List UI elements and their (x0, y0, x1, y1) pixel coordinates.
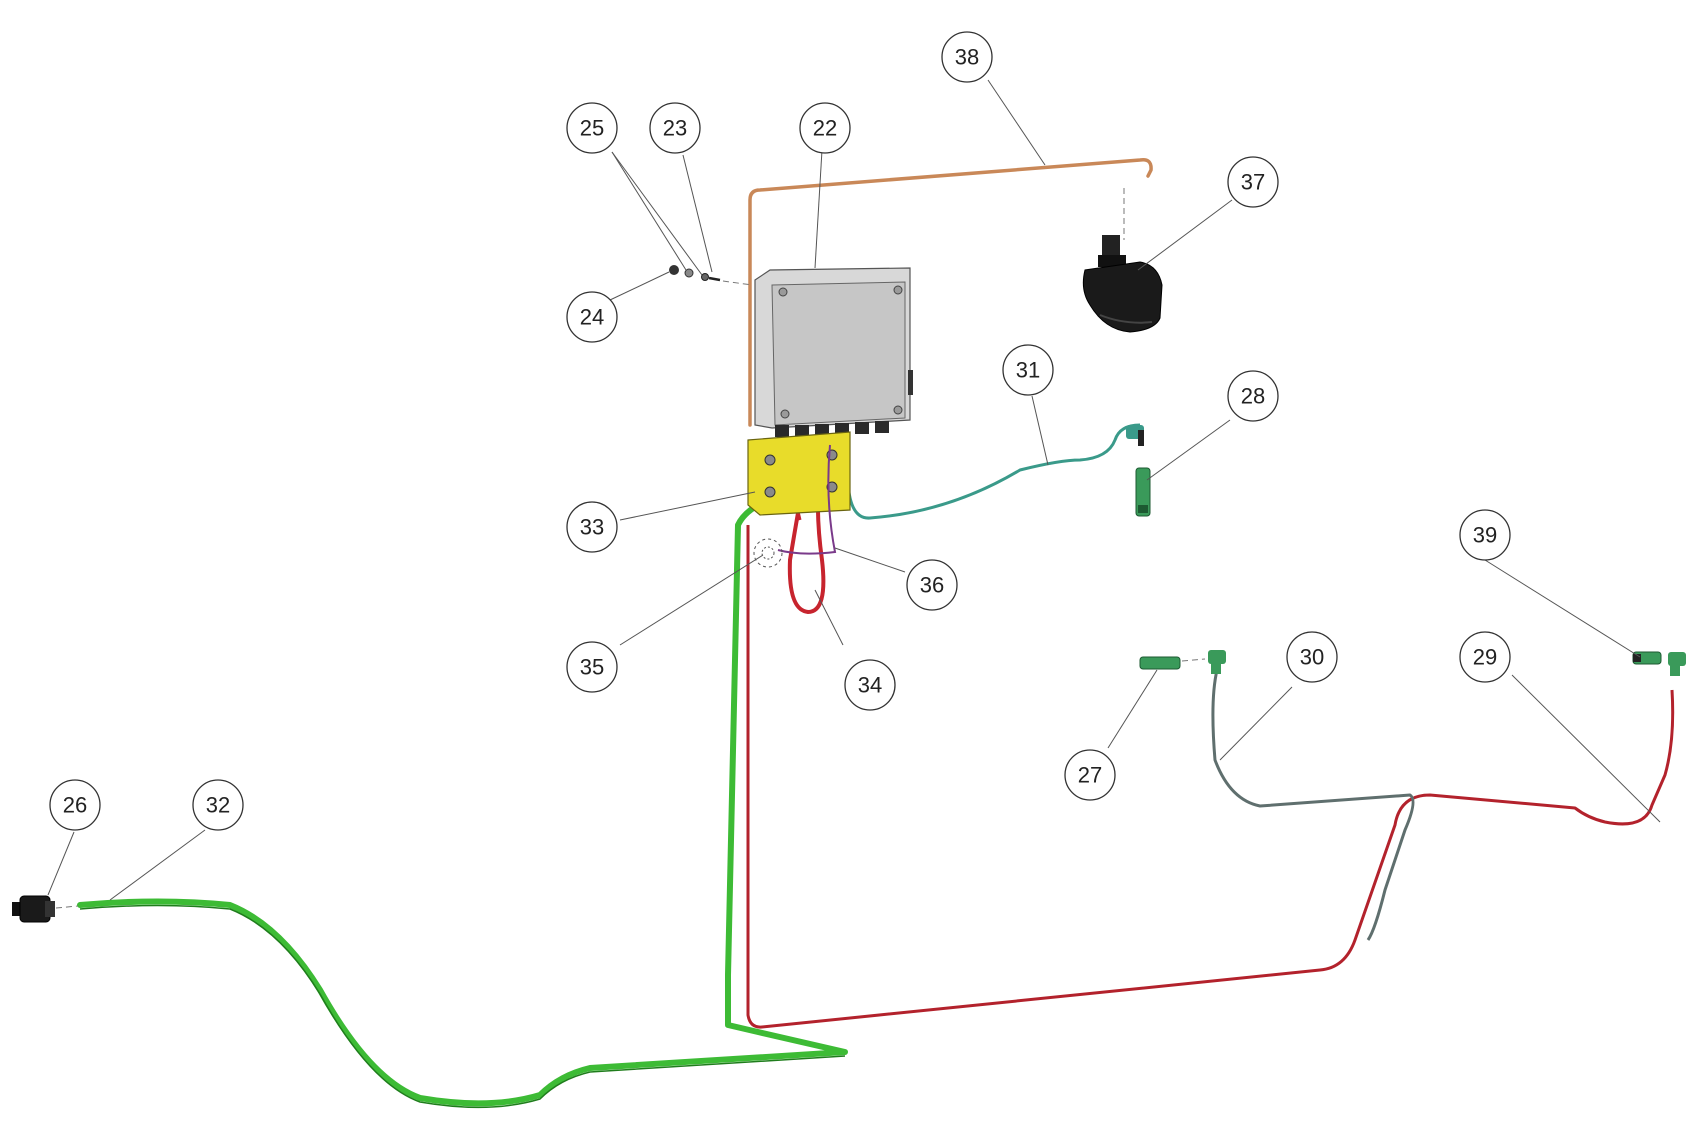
green-cable-main (77, 437, 848, 1107)
green-elbow-connector-30 (1208, 650, 1226, 674)
callout-27: 27 (1064, 749, 1116, 801)
enclosure-box (754, 267, 913, 437)
purple-cable (777, 444, 837, 555)
callout-22-label: 22 (813, 116, 837, 141)
callout-37: 37 (1227, 156, 1279, 208)
callout-32: 32 (192, 779, 244, 831)
callout-28: 28 (1227, 370, 1279, 422)
callout-39: 39 (1459, 509, 1511, 561)
black-unit (1082, 235, 1163, 333)
red-cable-long (746, 525, 1675, 1029)
callout-23: 23 (649, 102, 701, 154)
callout-38: 38 (941, 31, 993, 83)
leader-lines (47, 79, 1661, 901)
callout-29-label: 29 (1473, 645, 1497, 670)
green-connector-28 (1135, 467, 1151, 517)
callout-33: 33 (566, 501, 618, 553)
callout-28-label: 28 (1241, 384, 1265, 409)
callout-34-label: 34 (858, 673, 882, 698)
callout-36-label: 36 (920, 573, 944, 598)
teal-elbow-connector (1126, 425, 1144, 446)
grey-cable (1211, 669, 1415, 941)
connector-27-dash (1181, 658, 1206, 662)
callout-37-label: 37 (1241, 170, 1265, 195)
green-cable-shade (79, 904, 846, 1109)
callout-23-label: 23 (663, 116, 687, 141)
callouts: 22 23 24 25 26 27 28 29 (49, 31, 1511, 831)
callout-25-label: 25 (580, 116, 604, 141)
callout-24: 24 (566, 291, 618, 343)
callout-26-label: 26 (63, 793, 87, 818)
callout-27-label: 27 (1078, 763, 1102, 788)
callout-39-label: 39 (1473, 523, 1497, 548)
cable-layer (55, 157, 1675, 1109)
hardware-dash (722, 280, 753, 286)
green-elbow-connector-29 (1668, 652, 1686, 676)
green-connector-27 (1139, 656, 1181, 670)
callout-30: 30 (1286, 631, 1338, 683)
callout-30-label: 30 (1300, 645, 1324, 670)
callout-29: 29 (1459, 631, 1511, 683)
black-plug (12, 895, 55, 923)
callout-36: 36 (906, 559, 958, 611)
callout-34: 34 (844, 659, 896, 711)
green-cable-dash (55, 905, 79, 909)
callout-26: 26 (49, 779, 101, 831)
green-connector-39 (1632, 651, 1662, 665)
callout-22: 22 (799, 102, 851, 154)
callout-31: 31 (1002, 344, 1054, 396)
mounting-hardware (669, 265, 721, 282)
copper-tube (748, 157, 1153, 427)
callout-24-label: 24 (580, 305, 604, 330)
callout-25: 25 (566, 102, 618, 154)
callout-35-label: 35 (580, 655, 604, 680)
callout-35: 35 (566, 641, 618, 693)
callout-32-label: 32 (206, 793, 230, 818)
teal-cable (846, 423, 1141, 520)
yellow-bracket (747, 431, 851, 516)
callout-31-label: 31 (1016, 358, 1040, 383)
callout-33-label: 33 (580, 515, 604, 540)
callout-38-label: 38 (955, 45, 979, 70)
dashed-hardware-outline (753, 538, 783, 568)
